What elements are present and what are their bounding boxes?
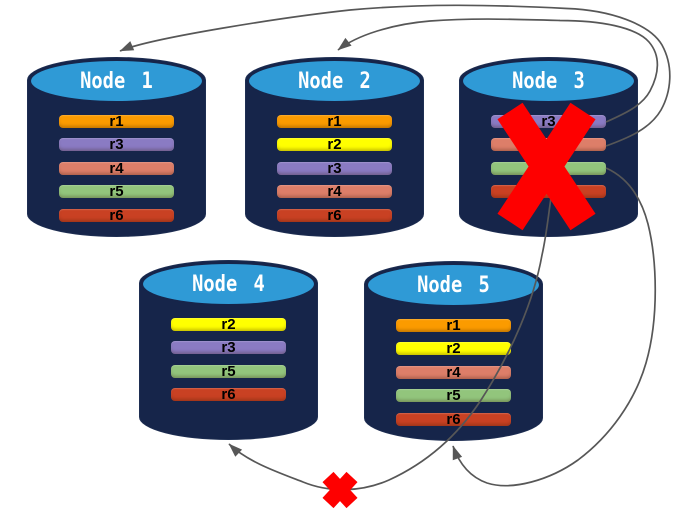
node-2: Node 2 r1 r2 r3 r4 r6 [245, 57, 424, 237]
record-bar-r4: r4 [396, 365, 511, 380]
node-3-failed: Node 3 r3 r4 r5 r6 [459, 57, 638, 237]
record-bar-r5: r5 [396, 388, 511, 403]
blocked-cross-icon [322, 471, 358, 509]
record-bar-r3: r3 [491, 114, 606, 129]
record-bar-r1: r1 [59, 114, 174, 129]
node-label: Node 5 [417, 272, 490, 298]
record-bar-r5: r5 [171, 364, 286, 379]
record-bar-r6: r6 [491, 184, 606, 199]
record-bar-r3: r3 [171, 340, 286, 355]
record-bar-r3: r3 [59, 137, 174, 152]
record-bar-r2: r2 [277, 137, 392, 152]
node-label: Node 4 [192, 271, 265, 297]
record-bar-r6: r6 [171, 387, 286, 402]
record-bar-r6: r6 [396, 412, 511, 427]
record-bar-r1: r1 [277, 114, 392, 129]
record-bar-r4: r4 [491, 137, 606, 152]
record-bar-r4: r4 [59, 161, 174, 176]
node-label: Node 3 [512, 68, 585, 94]
record-bar-r3: r3 [277, 161, 392, 176]
record-bar-r2: r2 [171, 317, 286, 332]
node-label: Node 2 [298, 68, 371, 94]
cross-stroke [322, 471, 358, 509]
record-bar-r5: r5 [59, 184, 174, 199]
record-bar-r6: r6 [59, 208, 174, 223]
node-1: Node 1 r1 r3 r4 r5 r6 [27, 57, 206, 237]
node-4: Node 4 r2 r3 r5 r6 [139, 260, 318, 440]
node-5: Node 5 r1 r2 r4 r5 r6 [364, 261, 543, 441]
record-bar-r4: r4 [277, 184, 392, 199]
record-bar-r6: r6 [277, 208, 392, 223]
node-label: Node 1 [80, 68, 153, 94]
record-bar-r1: r1 [396, 318, 511, 333]
record-bar-r5: r5 [491, 161, 606, 176]
record-bar-r2: r2 [396, 341, 511, 356]
cross-stroke [322, 471, 358, 509]
